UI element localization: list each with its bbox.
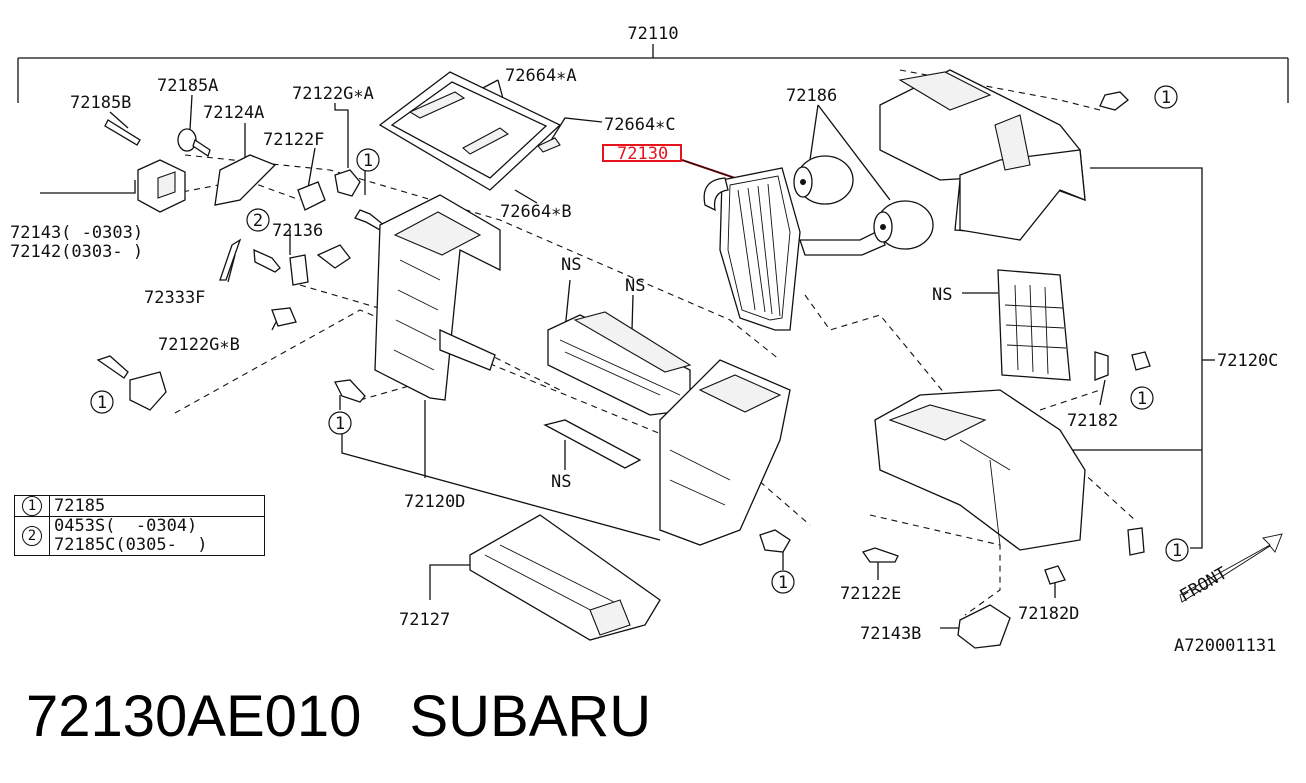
filter-frame-parts	[378, 71, 562, 191]
label-72122F: 72122F	[263, 130, 324, 150]
label-72120C: 72120C	[1217, 351, 1278, 371]
front-arrow-label: FRONT	[1177, 563, 1231, 606]
callout-1: 1	[778, 573, 788, 593]
housing-72120C-lower	[874, 389, 1086, 551]
label-72122G-B: 72122G∗B	[158, 335, 240, 355]
legend-symbol: 1	[22, 496, 42, 516]
label-72185B: 72185B	[70, 93, 131, 113]
legend-parts: 72185	[49, 495, 265, 517]
part-number: 72130AE010	[26, 684, 362, 749]
evaporator-core	[997, 269, 1071, 381]
label-72124A: 72124A	[203, 103, 264, 123]
callout-1: 1	[97, 393, 107, 413]
center-housing	[659, 359, 791, 546]
drawing-id: A720001131	[1174, 636, 1277, 656]
ns-internal-parts	[543, 311, 692, 469]
label-72127: 72127	[399, 610, 450, 630]
label-72182: 72182	[1067, 411, 1118, 431]
label-72664-A: 72664∗A	[505, 66, 577, 86]
label-ns-2: NS	[625, 276, 645, 296]
pipe-insulators-72186	[793, 155, 934, 250]
label-72142: 72142(0303- )	[10, 242, 143, 262]
legend-part: 72185	[54, 495, 106, 516]
callout-1: 1	[1172, 541, 1182, 561]
highlight-box-72130	[602, 144, 682, 162]
label-72120D: 72120D	[404, 492, 465, 512]
small-hardware-left	[96, 91, 1151, 556]
legend-table: 1 72185 2 0453S( -0304)72185C(0305- )	[14, 495, 265, 556]
label-72664-C: 72664∗C	[604, 115, 676, 135]
label-72122E: 72122E	[840, 584, 901, 604]
label-ns-3: NS	[932, 285, 952, 305]
callout-1: 1	[335, 414, 345, 434]
label-72185A: 72185A	[157, 76, 218, 96]
front-arrow: FRONT	[1177, 533, 1283, 606]
legend-row: 2 0453S( -0304)72185C(0305- )	[14, 516, 265, 556]
callout-1: 1	[363, 151, 373, 171]
label-72122G-A: 72122G∗A	[292, 84, 374, 104]
label-72136: 72136	[272, 221, 323, 241]
label-72143B: 72143B	[860, 624, 921, 644]
label-ns-1: NS	[561, 255, 581, 275]
brand-name: SUBARU	[409, 684, 652, 749]
caption: 72130AE010 SUBARU	[26, 683, 699, 750]
label-72664-B: 72664∗B	[500, 202, 572, 222]
housing-72120C-upper	[879, 69, 1086, 241]
label-72130: 72130	[617, 144, 668, 164]
duct-72127	[469, 514, 661, 641]
small-hardware-right	[861, 547, 1066, 649]
label-72182D: 72182D	[1018, 604, 1079, 624]
callout-1: 1	[1137, 389, 1147, 409]
assembly-number-label: 72110	[627, 24, 678, 44]
label-72333F: 72333F	[144, 288, 205, 308]
legend-part: 0453S( -0304)	[54, 516, 198, 536]
label-72186: 72186	[786, 86, 837, 106]
callout-circles: 1 1 2 1 1 1 1 1	[90, 85, 1189, 594]
callout-1: 1	[1161, 88, 1171, 108]
legend-row: 1 72185	[14, 495, 265, 517]
housing-72120D	[374, 194, 501, 401]
label-ns-4: NS	[551, 472, 571, 492]
assembly-bracket	[17, 44, 1289, 103]
label-72143: 72143( -0303)	[10, 223, 143, 243]
legend-parts: 0453S( -0304)72185C(0305- )	[49, 516, 265, 556]
leader-lines	[40, 79, 1215, 629]
legend-part: 72185C(0305- )	[54, 535, 208, 555]
legend-symbol: 2	[22, 526, 42, 546]
heater-core-72130	[703, 167, 886, 331]
part-labels: 72185B 72185A 72124A 72122G∗A 72122F 726…	[10, 66, 1278, 644]
callout-2: 2	[253, 211, 263, 231]
